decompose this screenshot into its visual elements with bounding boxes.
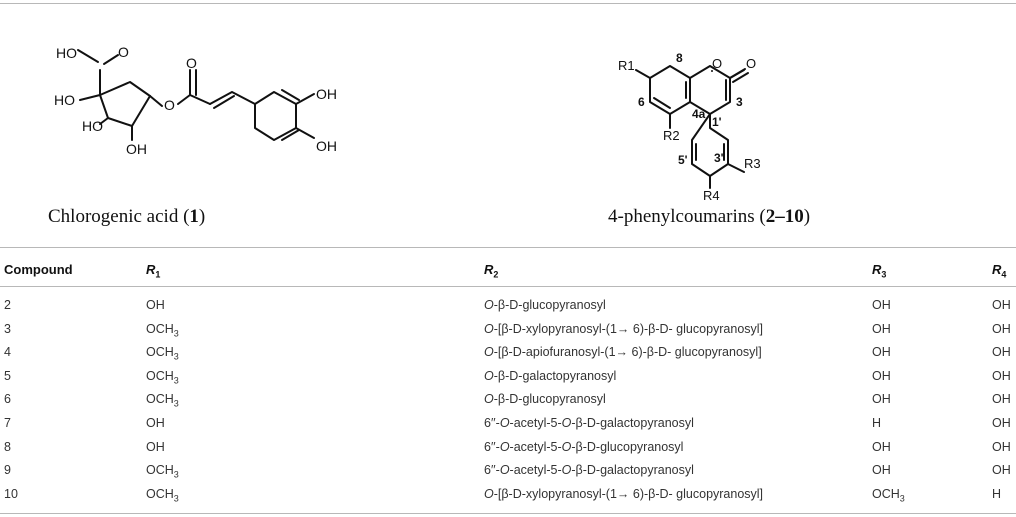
r2-cell: O-[β-D-apiofuranosyl-(1→ 6)-β-D- glucopy…: [484, 345, 762, 360]
header-cell-2: R2: [484, 262, 499, 280]
r3-cell: OH: [872, 298, 891, 312]
label-pos-8: 8: [676, 51, 683, 65]
label-pos-1p: 1': [712, 115, 722, 129]
label-r1: R1: [618, 58, 635, 73]
header-cell-1: R1: [146, 262, 161, 280]
label-pos-5p: 5': [678, 153, 688, 167]
r3-cell: OH: [872, 392, 891, 407]
header-cell-0: Compound: [4, 262, 73, 277]
r2-cell: 6′′-O-acetyl-5-O-β-D-glucopyranosyl: [484, 439, 684, 454]
mid-rule: [0, 247, 1016, 248]
r3-cell: OH: [872, 321, 891, 336]
caption-phenylcoumarins: 4-phenylcoumarins (2–10): [608, 206, 811, 227]
r4-cell: OH: [992, 416, 1011, 430]
table-row: 4 OCH3 O-[β-D-apiofuranosyl-(1→ 6)-β-D- gl…: [0, 342, 1016, 364]
compound-cell: 7: [4, 416, 11, 430]
r2-cell: 6′′-O-acetyl-5-O-β-D-galactopyranosyl: [484, 416, 694, 430]
label-o-carbonyl-coumarin: O: [746, 56, 756, 71]
label-pos-3p: 3': [714, 151, 724, 165]
compound-cell: 4: [4, 345, 11, 360]
r3-cell: OH: [872, 345, 891, 360]
header-cell-4: R4: [992, 262, 1007, 280]
r3-cell: OH: [872, 439, 891, 454]
r1-cell: OCH3: [146, 368, 179, 386]
table-row: 2 OH O-β-D-glucopyranosyl OH OH: [0, 295, 1016, 317]
header-cell-3: R3: [872, 262, 887, 280]
r2-cell: O-β-D-galactopyranosyl: [484, 368, 617, 383]
label-o-ester-carbonyl: O: [186, 55, 197, 71]
r1-cell: OH: [146, 439, 165, 454]
r1-cell: OH: [146, 416, 165, 430]
r2-cell: O-[β-D-xylopyranosyl-(1→ 6)-β-D- glucopy…: [484, 321, 764, 336]
r4-cell: OH: [992, 439, 1011, 454]
label-o-carbonyl: O: [118, 44, 129, 60]
r2-cell: O-β-D-glucopyranosyl: [484, 298, 606, 312]
compound-cell: 8: [4, 439, 11, 454]
compound-cell: 3: [4, 321, 11, 336]
label-ho-left: HO: [54, 92, 75, 108]
label-r3: R3: [744, 156, 761, 171]
compound-cell: 9: [4, 463, 11, 478]
table-row: 7 OH 6′′-O-acetyl-5-O-β-D-galactopyranosyl…: [0, 413, 1016, 435]
label-pos-4a: 4a: [692, 107, 706, 121]
r4-cell: OH: [992, 345, 1011, 360]
compound-cell: 5: [4, 368, 11, 383]
r1-cell: OH: [146, 298, 165, 312]
label-r4: R4: [703, 188, 720, 203]
r4-cell: H: [992, 486, 1002, 501]
r3-cell: OH: [872, 368, 891, 383]
bottom-rule: [0, 513, 1016, 514]
label-pos-6: 6: [638, 95, 645, 109]
label-o-ester: O: [164, 97, 175, 113]
compound-cell: 10: [4, 486, 18, 501]
compound-cell: 6: [4, 392, 11, 407]
r4-cell: OH: [992, 368, 1011, 383]
table-row: 10 OCH3 O-[β-D-xylopyranosyl-(1→ 6)-β-D- g…: [0, 484, 1016, 506]
r4-cell: OH: [992, 321, 1011, 336]
table-row: 5 OCH3 O-β-D-galactopyranosyl OH OH: [0, 366, 1016, 388]
caption-chlorogenic-acid: Chlorogenic acid (1): [48, 206, 206, 227]
r4-cell: OH: [992, 463, 1011, 478]
table-row: 9 OCH3 6′′-O-acetyl-5-O-β-D-galactopyranos…: [0, 460, 1016, 482]
label-oh-bottom: OH: [126, 141, 147, 157]
label-ho-ring: HO: [82, 118, 103, 134]
r1-cell: OCH3: [146, 345, 179, 362]
label-oh-r1: OH: [316, 86, 337, 102]
r1-cell: OCH3: [146, 463, 179, 480]
label-oh-r2: OH: [316, 138, 337, 154]
r3-cell: OCH3: [872, 486, 905, 504]
r1-cell: OCH3: [146, 392, 179, 409]
header-rule: [0, 286, 1016, 287]
compound-cell: 2: [4, 298, 11, 312]
r4-cell: OH: [992, 392, 1011, 407]
r1-cell: OCH3: [146, 321, 179, 339]
label-r2: R2: [663, 128, 680, 143]
table-row: 6 OCH3 O-β-D-glucopyranosyl OH OH: [0, 389, 1016, 411]
label-o-ring: O: [712, 56, 722, 71]
table-row: 3 OCH3 O-[β-D-xylopyranosyl-(1→ 6)-β-D- gl…: [0, 319, 1016, 341]
top-rule: [0, 3, 1016, 4]
r3-cell: H: [872, 416, 882, 430]
label-pos-3: 3: [736, 95, 743, 109]
r2-cell: O-β-D-glucopyranosyl: [484, 392, 606, 407]
r2-cell: O-[β-D-xylopyranosyl-(1→ 6)-β-D- glucopy…: [484, 486, 764, 501]
r4-cell: OH: [992, 298, 1011, 312]
table-row: 8 OH 6′′-O-acetyl-5-O-β-D-glucopyranosyl OH…: [0, 437, 1016, 459]
r2-cell: 6′′-O-acetyl-5-O-β-D-galactopyranosyl: [484, 463, 694, 478]
structures-figure: HO O HO HO OH O O OH OH R1 R2 R3 R4 O O …: [54, 44, 761, 203]
r3-cell: OH: [872, 463, 891, 478]
r1-cell: OCH3: [146, 486, 179, 504]
label-ho-top: HO: [56, 45, 77, 61]
